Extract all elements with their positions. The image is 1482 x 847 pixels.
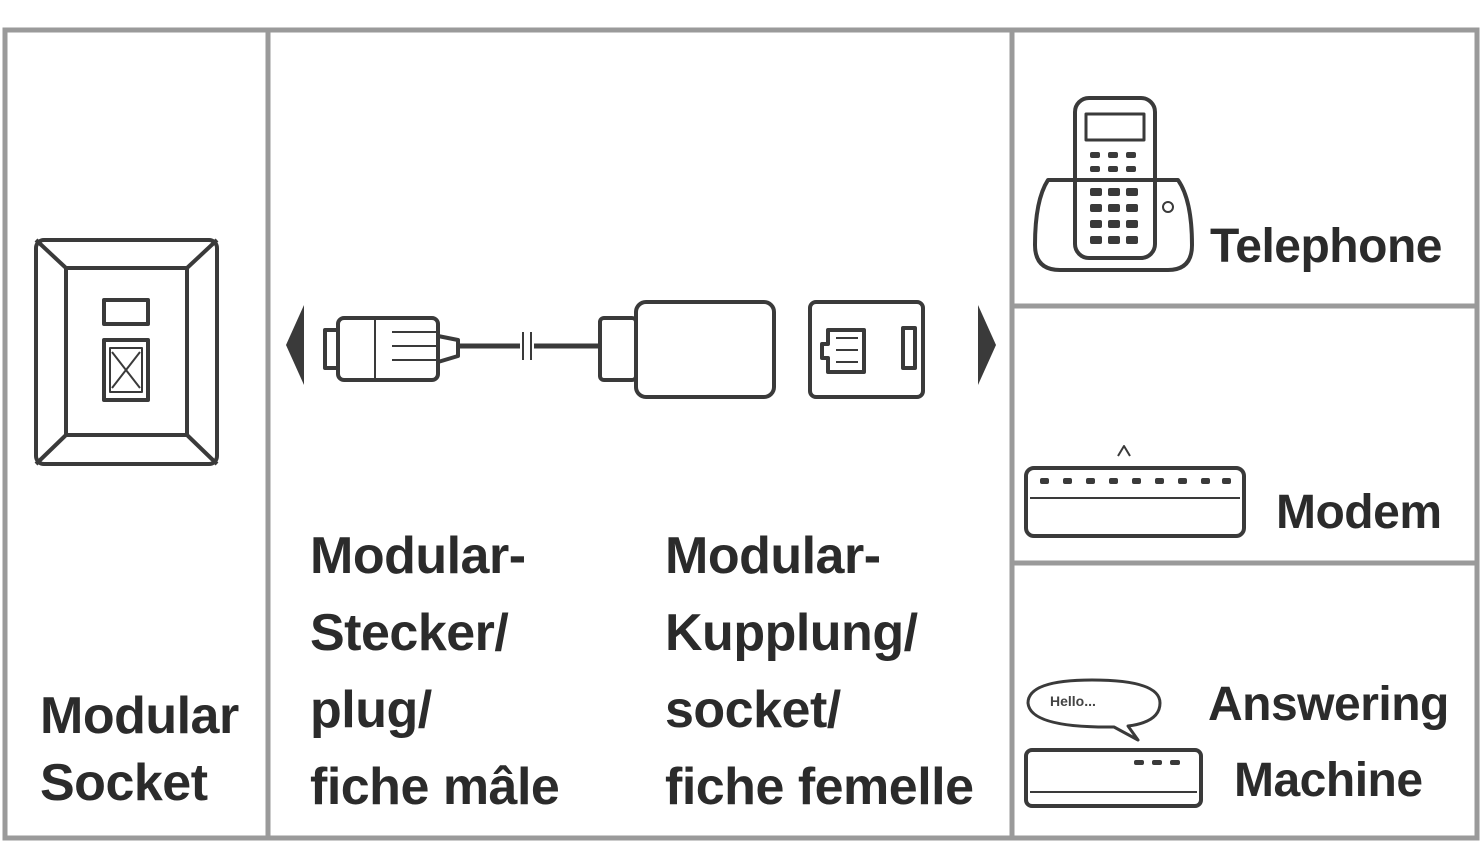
telephone-label: Telephone (1210, 220, 1442, 273)
answering-machine-icon (1024, 678, 1203, 808)
socket-label-line: socket/ (665, 681, 841, 739)
rj-plug-icon (323, 316, 460, 382)
plug-label-line: Stecker/ (310, 604, 509, 662)
wall-socket-icon (34, 238, 219, 466)
adapter-icon (598, 300, 776, 399)
socket-label-line: fiche femelle (665, 758, 974, 816)
socket-label-line: Kupplung/ (665, 604, 918, 662)
arrow-left-icon (286, 305, 304, 385)
answering-machine-label-line1: Answering (1208, 678, 1449, 731)
socket-label-line: Modular- (665, 527, 881, 585)
rj-jack-icon (808, 300, 925, 399)
modem-icon (1024, 445, 1246, 538)
telephone-icon (1033, 96, 1194, 272)
panel-frames (2, 27, 1480, 841)
answering-machine-label-line2: Machine (1234, 754, 1423, 807)
speech-bubble-text: Hello... (1050, 693, 1096, 709)
plug-label-line: plug/ (310, 681, 432, 739)
left-label-line1: Modular (40, 687, 239, 745)
plug-label-line: Modular- (310, 527, 526, 585)
cable-icon (458, 332, 600, 360)
modem-label: Modem (1276, 486, 1442, 539)
socket-label: Modular- Kupplung/ socket/ fiche femelle (665, 518, 974, 826)
plug-label: Modular- Stecker/ plug/ fiche mâle (310, 518, 560, 826)
left-label-line2: Socket (40, 754, 208, 812)
arrow-right-icon (978, 305, 996, 385)
plug-label-line: fiche mâle (310, 758, 560, 816)
